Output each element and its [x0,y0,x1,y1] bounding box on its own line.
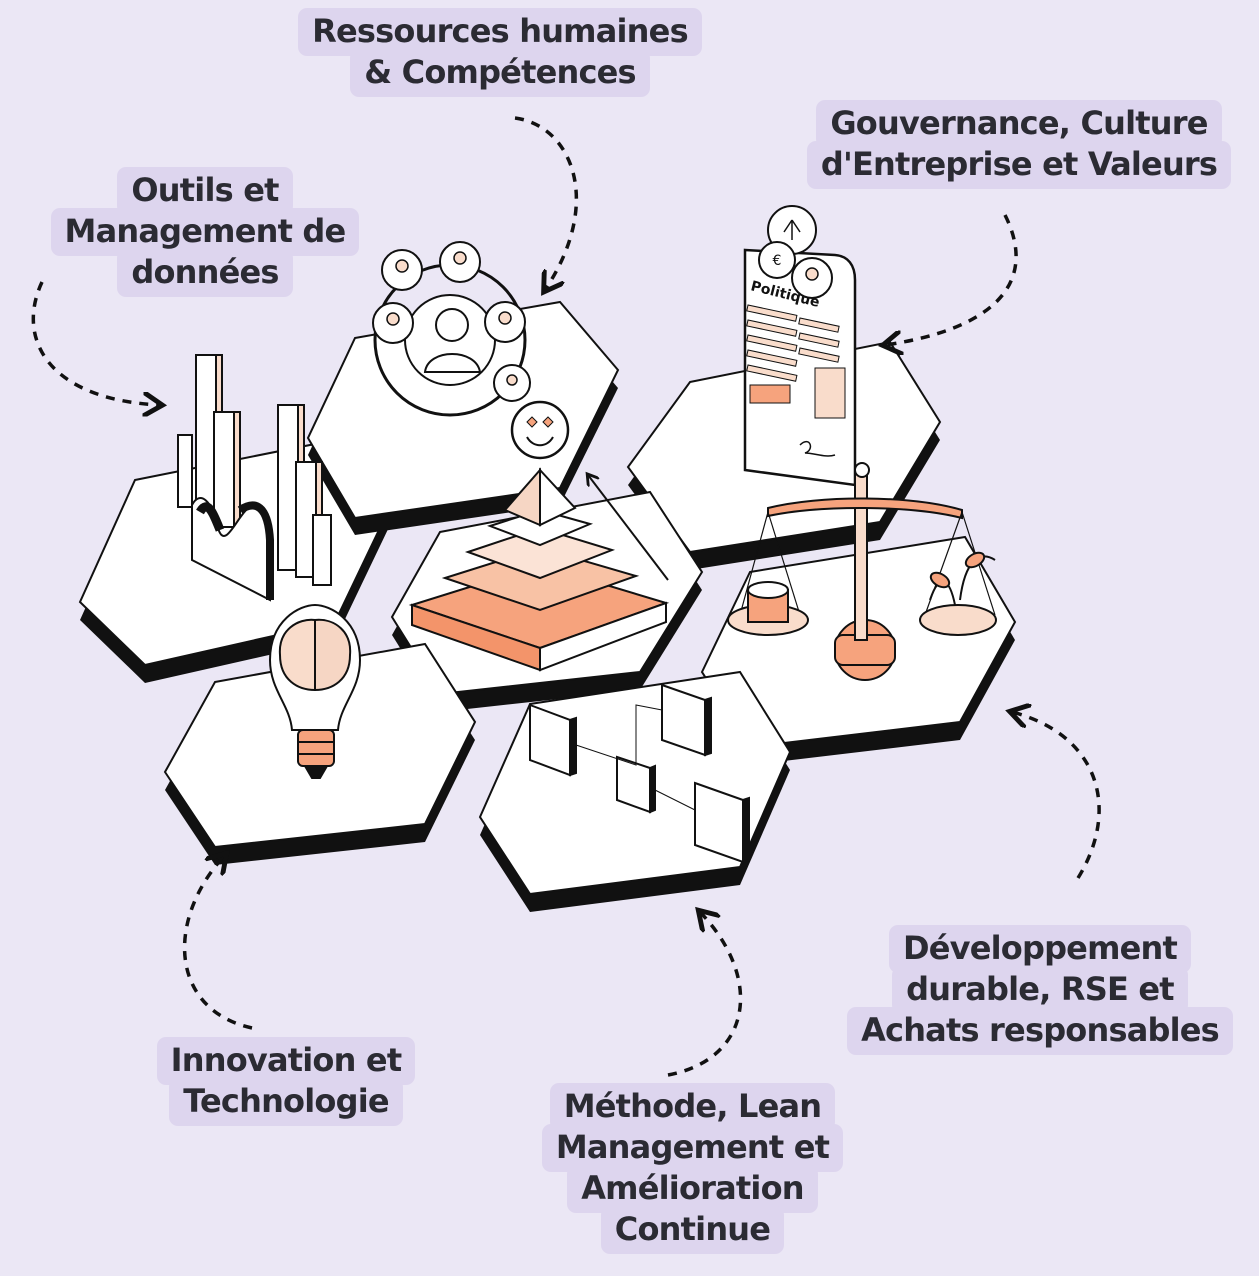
arrow-tools [31,281,160,405]
label-innovation-line-1: Innovation et [156,1037,416,1085]
arrow-method [667,912,743,1077]
label-tools-line-2: Management de [50,208,360,256]
label-method: Méthode, Lean Management et Amélioration… [530,1083,855,1254]
pyramid-illustration [408,467,670,672]
arrow-sustainability [1012,712,1101,879]
label-sustainability-line-1: Développement [888,925,1192,973]
label-governance-line-1: Gouvernance, Culture [816,100,1222,148]
label-method-line-4: Continue [600,1206,785,1254]
svg-text:€: € [773,253,782,269]
label-tools: Outils et Management de données [40,167,370,297]
dashed-connector-arrows [31,116,1101,1077]
label-tools-line-1: Outils et [117,167,293,215]
label-sustainability-line-2: durable, RSE et [892,966,1188,1014]
lightbulb-brain-illustration [268,603,362,779]
label-governance-line-2: d'Entreprise et Valeurs [806,141,1232,189]
label-method-line-2: Management et [541,1124,844,1172]
label-hr: Ressources humaines & Compétences [270,8,730,97]
label-method-line-1: Méthode, Lean [549,1083,836,1131]
label-hr-line-2: & Compétences [350,49,650,97]
label-hr-line-1: Ressources humaines [298,8,702,56]
label-innovation-line-2: Technologie [169,1078,403,1126]
label-governance: Gouvernance, Culture d'Entreprise et Val… [793,100,1245,189]
arrow-hr [514,116,579,290]
process-flow-illustration [529,683,750,864]
policy-card-illustration: Politique € [743,205,857,487]
people-network-illustration [372,241,570,460]
label-tools-line-3: données [117,249,293,297]
label-sustainability-line-3: Achats responsables [847,1007,1233,1055]
arrow-governance [885,214,1018,345]
arrow-innovation [182,855,253,1030]
balance-scale-illustration [727,462,997,681]
label-sustainability: Développement durable, RSE et Achats res… [835,925,1245,1055]
label-innovation: Innovation et Technologie [150,1037,422,1126]
label-method-line-3: Amélioration [567,1165,818,1213]
bar-chart-illustration [177,354,332,602]
